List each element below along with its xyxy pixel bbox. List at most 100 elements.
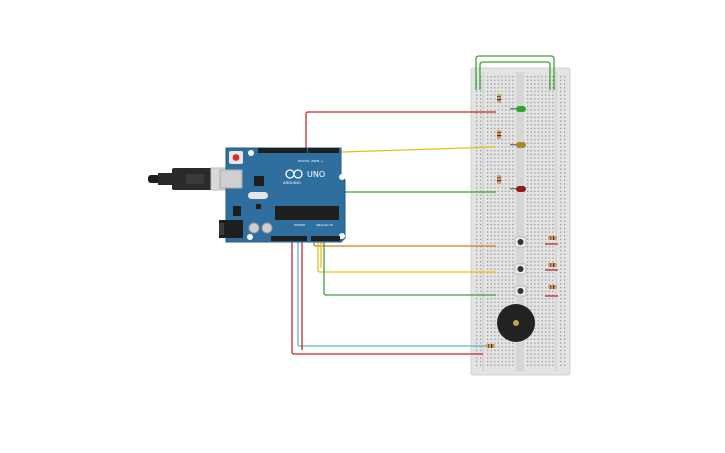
breadboard-hole bbox=[487, 298, 489, 300]
breadboard-hole bbox=[527, 353, 529, 355]
breadboard[interactable] bbox=[470, 67, 571, 376]
breadboard-hole bbox=[512, 279, 514, 281]
breadboard-hole bbox=[494, 212, 496, 215]
breadboard-hole bbox=[476, 216, 478, 218]
breadboard-hole bbox=[505, 120, 507, 122]
breadboard-hole bbox=[490, 238, 492, 241]
breadboard-hole bbox=[564, 275, 566, 278]
breadboard-hole bbox=[476, 246, 478, 248]
breadboard-hole bbox=[541, 113, 543, 115]
pushbuttons[interactable] bbox=[514, 236, 527, 297]
breadboard-hole bbox=[541, 190, 543, 192]
breadboard-hole bbox=[545, 338, 547, 340]
breadboard-hole bbox=[494, 261, 496, 263]
breadboard-hole bbox=[552, 135, 554, 137]
breadboard-hole bbox=[537, 346, 540, 348]
reset-button[interactable] bbox=[232, 154, 240, 161]
breadboard-hole bbox=[541, 109, 543, 111]
breadboard-hole bbox=[537, 338, 540, 340]
breadboard-hole bbox=[560, 142, 562, 144]
breadboard-hole bbox=[534, 264, 536, 266]
breadboard-hole bbox=[497, 364, 500, 366]
breadboard-hole bbox=[530, 194, 532, 196]
breadboard-hole bbox=[530, 346, 532, 348]
breadboard-hole bbox=[497, 242, 500, 244]
breadboard-hole bbox=[501, 138, 503, 141]
breadboard-hole bbox=[534, 179, 536, 181]
breadboard-hole bbox=[527, 135, 529, 137]
breadboard-hole bbox=[537, 201, 540, 204]
breadboard-hole bbox=[527, 298, 529, 300]
breadboard-hole bbox=[530, 94, 532, 96]
breadboard-hole bbox=[508, 175, 510, 178]
breadboard-hole bbox=[476, 105, 478, 107]
breadboard-hole bbox=[541, 338, 543, 340]
breadboard-hole bbox=[548, 290, 550, 292]
breadboard-hole bbox=[480, 168, 482, 170]
breadboard-hole bbox=[494, 249, 496, 252]
resistors[interactable] bbox=[486, 94, 557, 348]
breadboard-hole bbox=[560, 190, 562, 192]
breadboard-hole bbox=[560, 109, 562, 111]
breadboard-hole bbox=[530, 175, 532, 178]
breadboard-hole bbox=[537, 135, 540, 137]
breadboard-hole bbox=[534, 316, 536, 318]
breadboard-hole bbox=[512, 190, 514, 192]
breadboard-hole bbox=[534, 120, 536, 122]
breadboard-hole bbox=[501, 190, 503, 192]
breadboard-hole bbox=[530, 120, 532, 122]
breadboard-hole bbox=[497, 257, 500, 259]
breadboard-hole bbox=[564, 235, 566, 237]
breadboard-hole bbox=[545, 131, 547, 133]
breadboard-hole bbox=[548, 83, 550, 85]
breadboard-hole bbox=[541, 179, 543, 181]
leds[interactable] bbox=[510, 106, 526, 192]
breadboard-hole bbox=[487, 320, 489, 322]
breadboard-hole bbox=[494, 179, 496, 181]
breadboard-hole bbox=[552, 342, 554, 344]
breadboard-hole bbox=[537, 205, 540, 207]
breadboard-hole bbox=[501, 357, 503, 359]
wire-orange bbox=[313, 238, 496, 247]
breadboard-hole bbox=[476, 290, 478, 292]
breadboard-hole bbox=[476, 224, 478, 226]
pushbutton-3 bbox=[514, 285, 527, 297]
breadboard-hole bbox=[476, 101, 478, 104]
breadboard-hole bbox=[501, 227, 503, 229]
breadboard-hole bbox=[490, 198, 492, 200]
breadboard-hole bbox=[545, 268, 547, 270]
breadboard-hole bbox=[564, 316, 566, 318]
breadboard-hole bbox=[490, 116, 492, 118]
breadboard-hole bbox=[548, 153, 550, 155]
breadboard-hole bbox=[548, 323, 550, 326]
breadboard-hole bbox=[501, 349, 503, 352]
jumper-loops[interactable] bbox=[475, 55, 555, 90]
breadboard-hole bbox=[545, 298, 547, 300]
breadboard-hole bbox=[480, 283, 482, 285]
breadboard-hole bbox=[497, 220, 500, 222]
piezo-buzzer-icon[interactable] bbox=[497, 304, 535, 342]
breadboard-hole bbox=[480, 323, 482, 326]
breadboard-hole bbox=[476, 275, 478, 278]
breadboard-hole bbox=[537, 172, 540, 174]
breadboard-hole bbox=[534, 209, 536, 211]
breadboard-hole bbox=[548, 142, 550, 144]
breadboard-hole bbox=[530, 261, 532, 263]
breadboard-hole bbox=[508, 87, 510, 89]
breadboard-hole bbox=[534, 168, 536, 170]
breadboard-hole bbox=[537, 120, 540, 122]
breadboard-hole bbox=[548, 253, 550, 255]
breadboard-hole bbox=[490, 157, 492, 159]
breadboard-hole bbox=[494, 309, 496, 311]
breadboard-hole bbox=[564, 135, 566, 137]
breadboard-hole bbox=[541, 346, 543, 348]
digital-label: DIGITAL (PWM~) bbox=[298, 159, 323, 163]
breadboard-hole bbox=[541, 364, 543, 366]
breadboard-hole bbox=[505, 138, 507, 141]
breadboard-hole bbox=[564, 175, 566, 178]
breadboard-hole bbox=[501, 79, 503, 81]
breadboard-hole bbox=[527, 205, 529, 207]
arduino-uno-board[interactable]: UNO ARDUINO DIGITAL (PWM~) ANALOG IN POW… bbox=[219, 147, 346, 243]
breadboard-hole bbox=[552, 142, 554, 144]
